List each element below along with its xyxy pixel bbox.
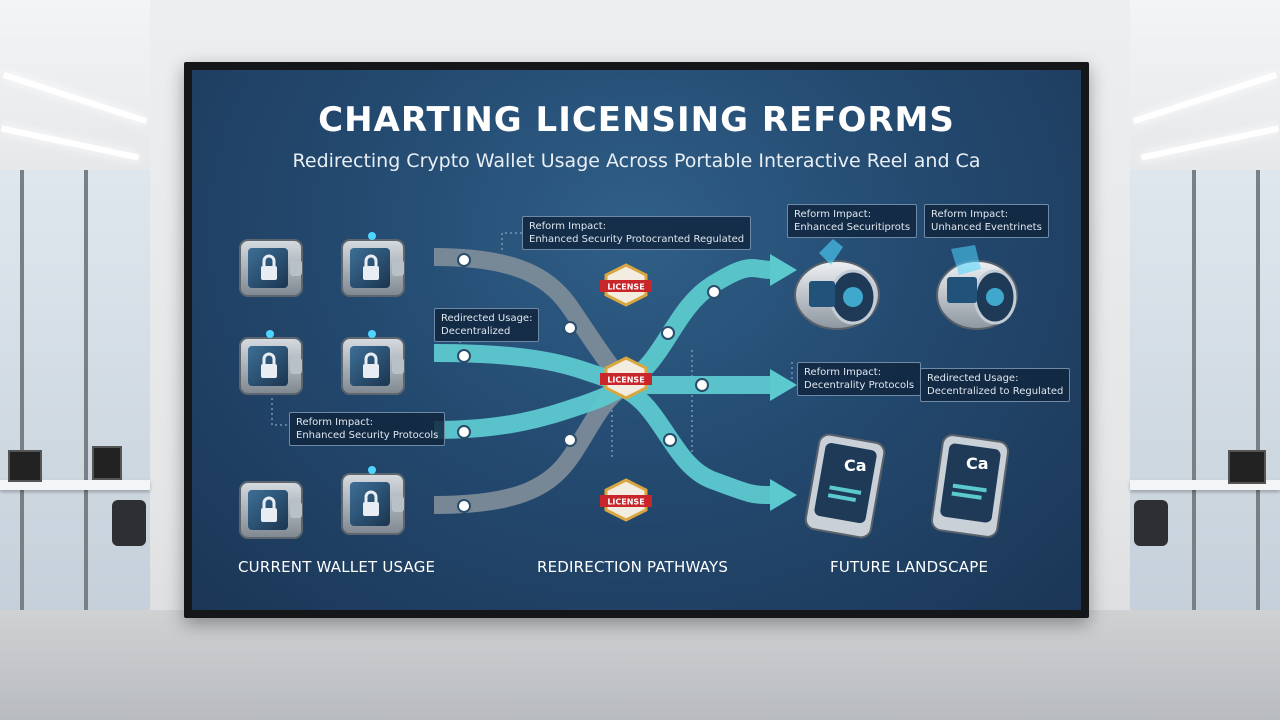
license-badge-icon: LICENSE [600, 263, 652, 307]
desk-monitor [8, 450, 42, 482]
callout-redirected-usage: Redirected Usage: Decentralized [434, 308, 540, 342]
floor [0, 610, 1280, 720]
section-label-pathways: Redirection Pathways [537, 558, 729, 576]
desk-monitor [1228, 450, 1266, 484]
callout-text: Decentrality Protocols [804, 380, 915, 391]
office-chair [112, 500, 146, 546]
license-badge-label: LICENSE [607, 376, 644, 385]
license-badge-label: LICENSE [607, 283, 644, 292]
arrow-heads [770, 254, 797, 511]
callout-reform-impact: Reform Impact: Enhanced Security Protoco… [289, 412, 446, 446]
office-desk [1130, 480, 1280, 490]
callout-text: Unhanced Eventrinets [931, 222, 1042, 233]
callout-text: Enhanced Security Protocols [296, 430, 439, 441]
callout-heading: Reform Impact: [794, 209, 872, 220]
callout-reform-impact: Reform Impact: Enhanced Securitiprots [787, 204, 918, 238]
window-mullion [84, 170, 88, 610]
callout-heading: Reform Impact: [931, 209, 1009, 220]
padlock-wallet-icon [239, 481, 303, 539]
padlock-wallet-icon [239, 239, 303, 297]
reel-device-icon [794, 239, 880, 330]
padlock-wallet-icon [341, 330, 405, 395]
callout-heading: Redirected Usage: [927, 373, 1019, 384]
callout-text: Decentralized to Regulated [927, 386, 1064, 397]
callout-reform-impact: Reform Impact: Enhanced Security Protocr… [522, 216, 752, 250]
window-mullion [1256, 170, 1260, 610]
wallet-grid [239, 232, 405, 539]
callout-text: Decentralized [441, 326, 511, 337]
section-label-current: Current Wallet Usage [238, 558, 436, 576]
callout-text: Enhanced Security Protocranted Regulated [529, 234, 745, 245]
office-chair [1134, 500, 1168, 546]
callout-heading: Reform Impact: [804, 367, 882, 378]
desk-monitor [92, 446, 122, 480]
mobile-device-icon [804, 433, 886, 539]
callout-text: Enhanced Securitiprots [794, 222, 911, 233]
section-label-future: Future Landscape [830, 558, 989, 576]
slide-title: Charting Licensing Reforms [318, 100, 955, 140]
office-desk [0, 480, 150, 490]
window-mullion [20, 170, 24, 610]
license-badge-label: LICENSE [607, 498, 644, 507]
padlock-wallet-icon [341, 466, 405, 535]
license-badge-icon: LICENSE [600, 356, 652, 400]
window-mullion [1192, 170, 1196, 610]
callout-reform-impact: Reform Impact: Unhanced Eventrinets [924, 204, 1049, 238]
callout-heading: Redirected Usage: [441, 313, 533, 324]
reel-device-icon [936, 245, 1018, 330]
wall-display: Ca Ca LICENSE LICENSE LICENSE Charting L… [184, 62, 1089, 618]
callout-heading: Reform Impact: [296, 417, 374, 428]
padlock-wallet-icon [239, 330, 303, 395]
padlock-wallet-icon [341, 232, 405, 297]
slide-subtitle: Redirecting Crypto Wallet Usage Across P… [292, 150, 981, 172]
device-label: Ca [966, 454, 989, 473]
flow-diagram: Ca Ca LICENSE LICENSE LICENSE [239, 232, 1018, 539]
infographic-slide: Ca Ca LICENSE LICENSE LICENSE Charting L… [192, 70, 1081, 610]
license-badge-icon: LICENSE [600, 478, 652, 522]
path-nodes [457, 253, 721, 513]
callout-redirected-usage: Redirected Usage: Decentralized to Regul… [920, 368, 1071, 402]
mobile-device-icon [930, 434, 1010, 538]
device-label: Ca [844, 456, 867, 475]
callout-heading: Reform Impact: [529, 221, 607, 232]
callout-reform-impact: Reform Impact: Decentrality Protocols [797, 362, 922, 396]
